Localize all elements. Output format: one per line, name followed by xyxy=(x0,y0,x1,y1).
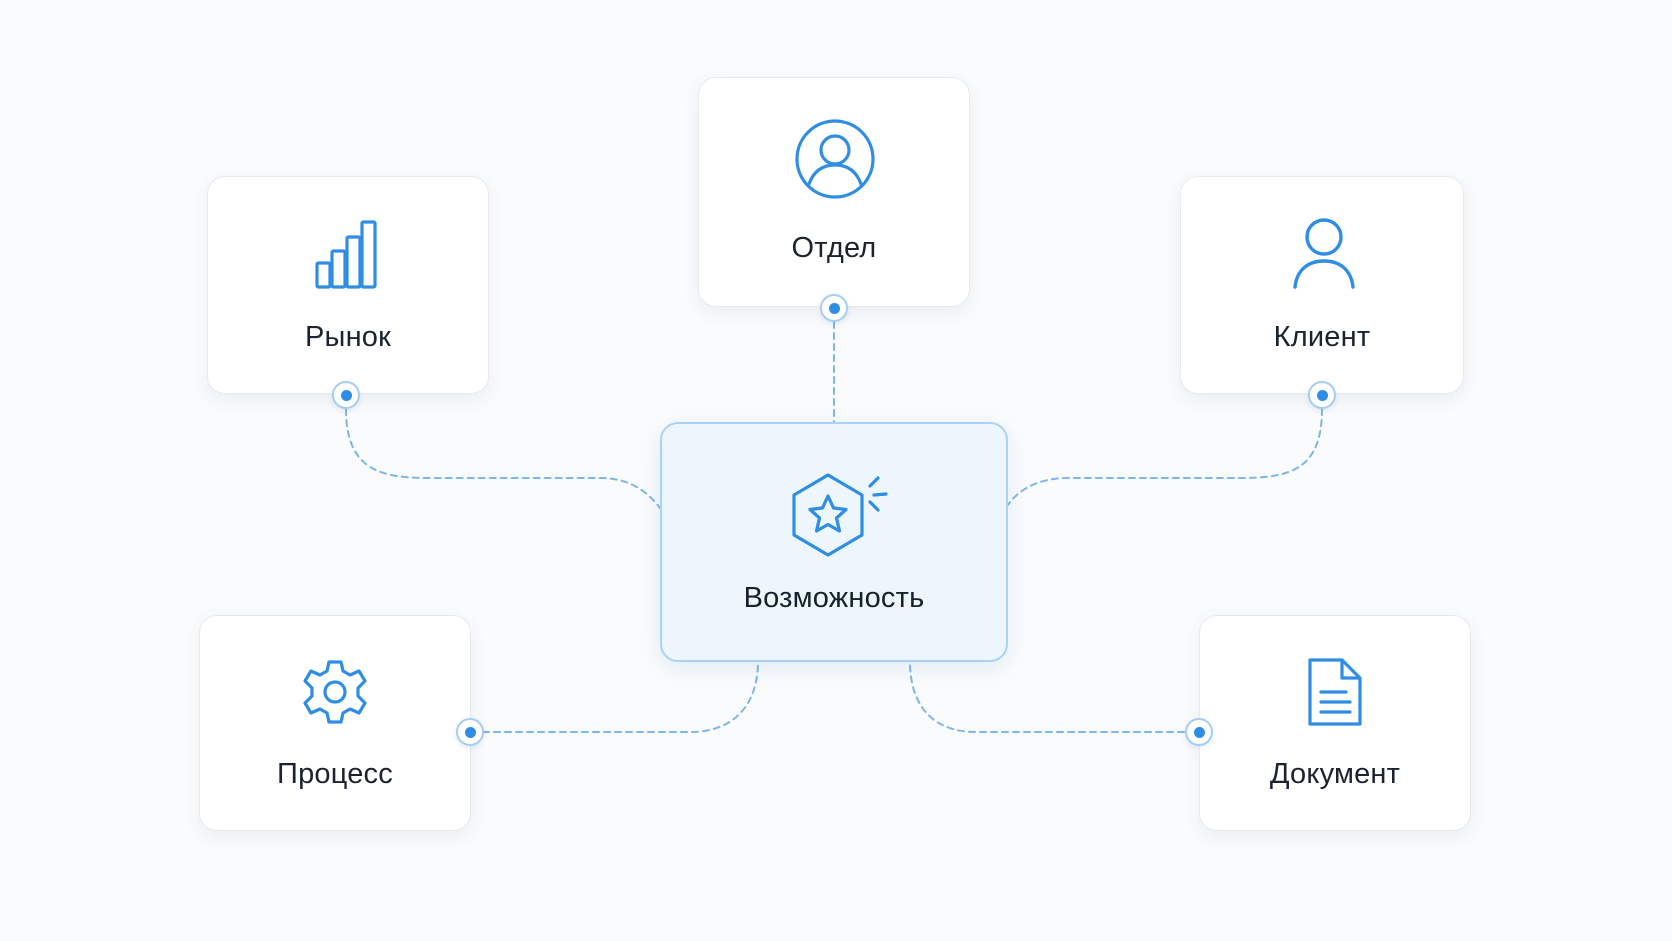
node-center-label: Возможность xyxy=(743,582,925,614)
user-icon xyxy=(1292,217,1356,294)
connector-document xyxy=(909,661,1185,733)
node-market[interactable]: Рынок xyxy=(207,176,489,394)
node-document[interactable]: Документ xyxy=(1199,615,1471,831)
user-circle-icon xyxy=(794,118,876,205)
connector-process xyxy=(482,661,759,733)
node-client[interactable]: Клиент xyxy=(1180,176,1464,394)
connector-market xyxy=(345,408,661,509)
port-document[interactable] xyxy=(1185,718,1213,746)
hexagon-star-icon xyxy=(790,472,894,563)
bar-chart-icon xyxy=(314,219,380,294)
node-market-label: Рынок xyxy=(304,321,392,353)
gear-icon xyxy=(302,658,368,731)
node-department[interactable]: Отдел xyxy=(698,77,970,307)
node-process-label: Процесс xyxy=(277,758,393,790)
node-department-label: Отдел xyxy=(791,232,877,264)
port-client[interactable] xyxy=(1308,381,1336,409)
connector-client xyxy=(1007,408,1323,506)
port-market[interactable] xyxy=(332,381,360,409)
node-center[interactable]: Возможность xyxy=(660,422,1008,662)
port-process[interactable] xyxy=(456,718,484,746)
node-document-label: Документ xyxy=(1269,758,1401,790)
document-icon xyxy=(1306,656,1364,733)
node-process[interactable]: Процесс xyxy=(199,615,471,831)
node-client-label: Клиент xyxy=(1273,321,1371,353)
port-department[interactable] xyxy=(820,294,848,322)
